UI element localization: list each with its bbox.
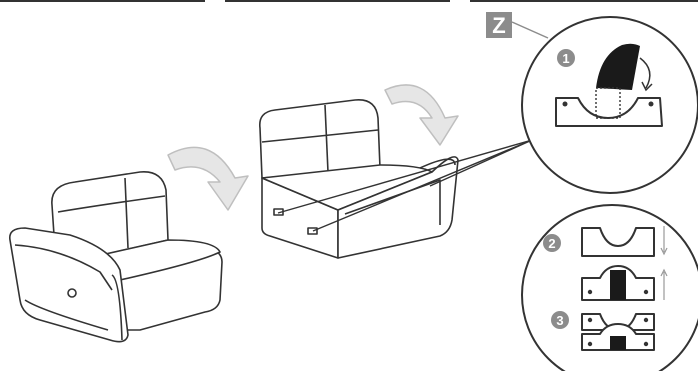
- step-badge-2: [543, 234, 561, 252]
- bracket-top: [581, 227, 655, 257]
- detail-circle-1: [521, 16, 698, 194]
- middle-sofa-unit: [258, 99, 459, 259]
- rotate-arrow-icon: [167, 146, 249, 211]
- pointer-lines: [277, 139, 533, 232]
- strap-black: [610, 336, 626, 350]
- step-badge-1: [557, 49, 575, 67]
- curved-arrow-icon: [639, 57, 651, 89]
- strap-hidden-outline: [595, 87, 621, 119]
- detail-z: Z 1: [486, 12, 698, 194]
- section-label: Z: [492, 13, 505, 38]
- rotate-arrow-icon: [384, 84, 459, 146]
- step-number-1: 1: [562, 51, 569, 66]
- strap-black: [610, 270, 626, 300]
- step-badge-3: [551, 311, 569, 329]
- left-sofa-unit: [8, 171, 223, 343]
- strap-black: [596, 43, 640, 90]
- recline-button-icon: [67, 288, 77, 298]
- detail-steps-2-3: 2 3: [521, 204, 698, 371]
- section-label-badge: [486, 12, 512, 38]
- step-number-2: 2: [548, 236, 555, 251]
- step-number-3: 3: [556, 313, 563, 328]
- connector-slot-lower: [307, 227, 318, 235]
- connector-bracket: [555, 97, 663, 127]
